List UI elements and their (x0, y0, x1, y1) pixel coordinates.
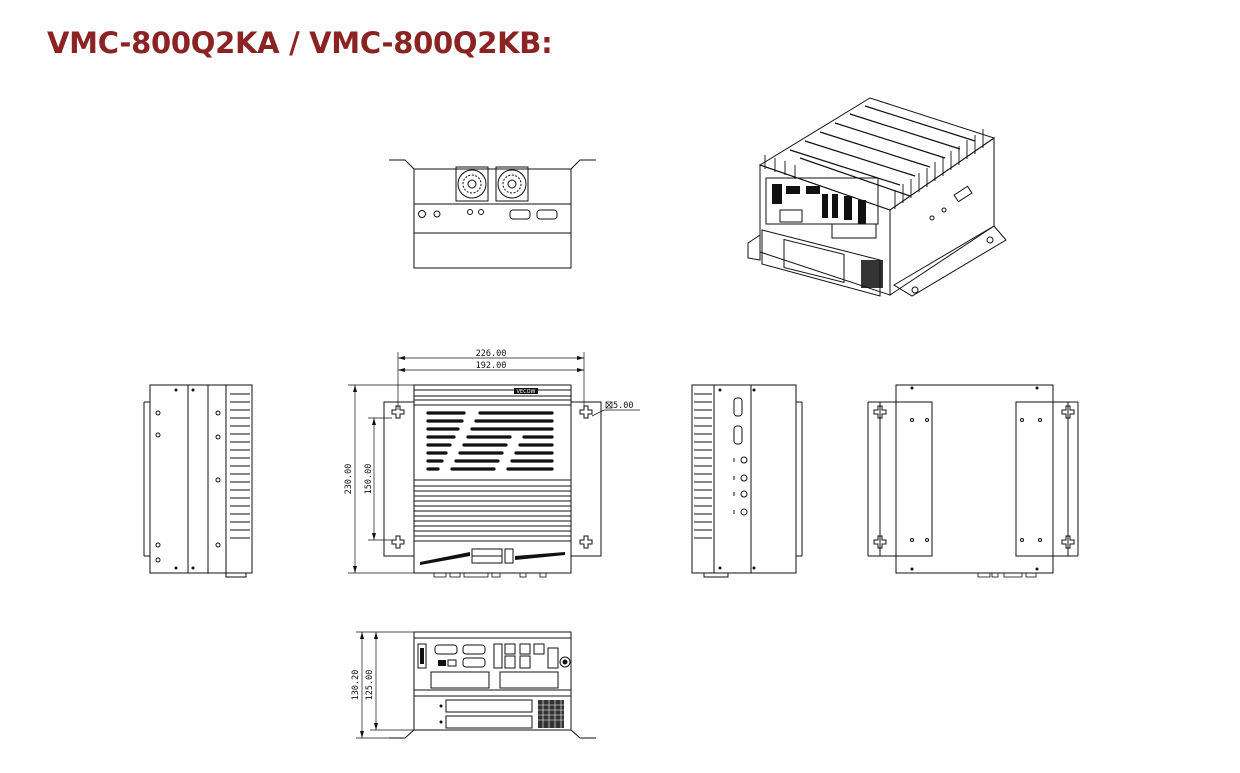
svg-text:125.00: 125.00 (365, 670, 375, 701)
dim-body-height: 125.00 (365, 632, 414, 731)
fan-right (495, 166, 529, 202)
front-io-view: 130.20 125.00 (351, 631, 596, 739)
right-side-view (691, 384, 803, 578)
bottom-view (867, 384, 1079, 578)
svg-text:150.00: 150.00 (364, 464, 374, 495)
svg-text:192.00: 192.00 (476, 361, 507, 371)
svg-text:226.00: 226.00 (476, 349, 507, 359)
svg-text:5.00: 5.00 (613, 401, 633, 411)
page-title: VMC-800Q2KA / VMC-800Q2KB: (47, 26, 553, 60)
mount-slot-top-left (391, 405, 405, 419)
top-view: VECOW 226.00 192.0 (344, 349, 640, 578)
svg-text:230.00: 230.00 (344, 464, 354, 495)
fan-left (455, 166, 489, 202)
dim-slot-width: 5.00 (591, 401, 640, 417)
dim-overall-width: 226.00 (397, 349, 585, 410)
dim-mount-spacing-x: 192.00 (398, 361, 584, 372)
left-side-view (143, 384, 253, 578)
isometric-view (747, 97, 1007, 297)
dim-mount-spacing-y: 150.00 (364, 417, 392, 541)
svg-text:VECOW: VECOW (517, 389, 536, 395)
dim-overall-height: 130.20 (351, 631, 414, 739)
svg-text:130.20: 130.20 (351, 670, 361, 701)
dim-overall-depth: 230.00 (344, 384, 414, 574)
brand-badge: VECOW (514, 388, 538, 395)
rear-view-top (389, 159, 596, 269)
